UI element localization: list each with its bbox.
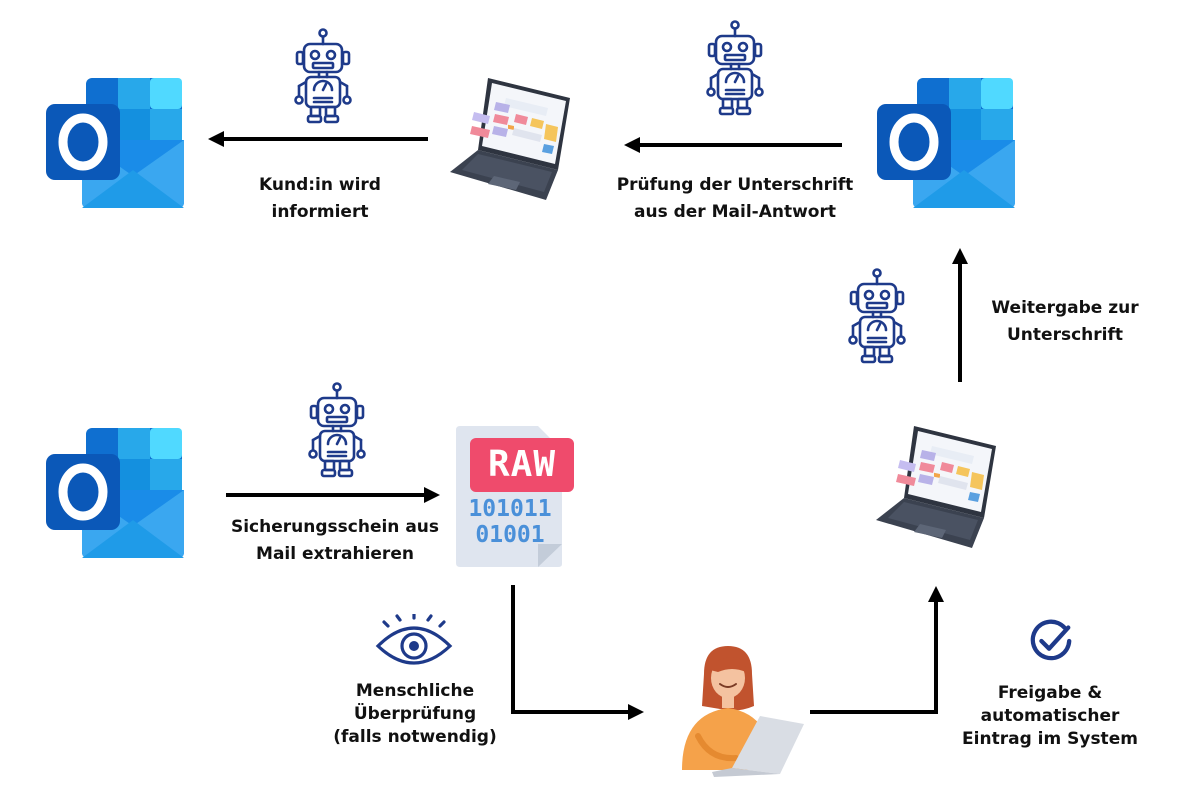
label-approval: Freigabe & automatischer Eintrag im Syst… — [962, 683, 1138, 749]
label-human-review: Menschliche Überprüfung (falls notwendig… — [333, 681, 497, 747]
eye-icon — [374, 614, 454, 670]
arrow-to-human-reviewer — [511, 585, 644, 720]
robot-icon — [703, 20, 767, 116]
raw-badge — [470, 438, 574, 492]
label-extract: Sicherungsschein aus Mail extrahieren — [230, 517, 440, 564]
binary-line-2: 01001 — [475, 522, 545, 548]
robot-icon — [291, 28, 355, 124]
outlook-icon — [45, 428, 187, 558]
robot-icon — [845, 268, 909, 364]
raw-badge-label: RAW — [487, 444, 557, 485]
outlook-icon — [876, 78, 1018, 208]
woman-at-laptop-icon — [682, 646, 804, 777]
laptop-icon — [448, 72, 578, 202]
raw-file-icon: RAW 101011 01001 — [454, 424, 574, 569]
robot-icon — [305, 382, 369, 478]
binary-line-1: 101011 — [468, 496, 552, 522]
check-circle-icon — [1028, 618, 1074, 664]
arrow-to-system-laptop — [810, 586, 944, 714]
label-customer-informed: Kund:in wird informiert — [259, 175, 381, 222]
laptop-icon — [874, 420, 1004, 550]
outlook-icon — [45, 78, 187, 208]
label-signature-check: Prüfung der Unterschrift aus der Mail-An… — [616, 175, 854, 222]
label-forward-signature: Weitergabe zur Unterschrift — [991, 298, 1139, 345]
